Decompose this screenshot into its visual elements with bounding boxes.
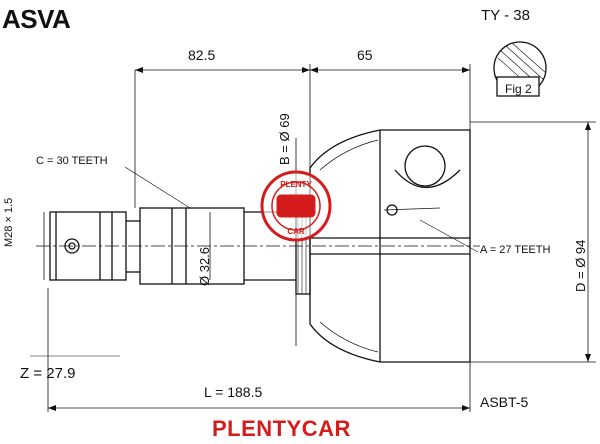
stamp-text: CAR <box>287 227 305 236</box>
total-length-label: L = 188.5 <box>204 384 263 400</box>
thread-label: M28 × 1.5 <box>3 197 15 247</box>
outer-spline-label: C = 30 TEETH <box>36 155 108 167</box>
diameter-d-label: D = Ø 94 <box>573 239 588 292</box>
inner-spline-label: A = 27 TEETH <box>480 244 551 256</box>
boot-code-label: ASBT-5 <box>480 394 529 410</box>
shaft-diameter-label: Ø 32.6 <box>197 246 212 286</box>
housing-length-label: 65 <box>357 47 373 63</box>
abs-teeth-label: Z = 27.9 <box>20 365 76 382</box>
diameter-b-label: B = Ø 69 <box>277 113 292 165</box>
shaft-length-label: 82.5 <box>188 47 216 63</box>
stamp-text: PLENTY <box>280 180 312 189</box>
arrowheads <box>48 67 591 411</box>
plentycar-stamp <box>260 170 332 242</box>
fig-2-detail <box>493 41 547 97</box>
threaded-stub <box>49 211 140 281</box>
figure-label: Fig 2 <box>505 82 532 96</box>
part-number: TY - 38 <box>481 7 530 24</box>
brand-title: ASVA <box>2 4 71 34</box>
bell-housing <box>309 129 471 363</box>
watermark-text: PLENTYCAR <box>212 416 351 441</box>
